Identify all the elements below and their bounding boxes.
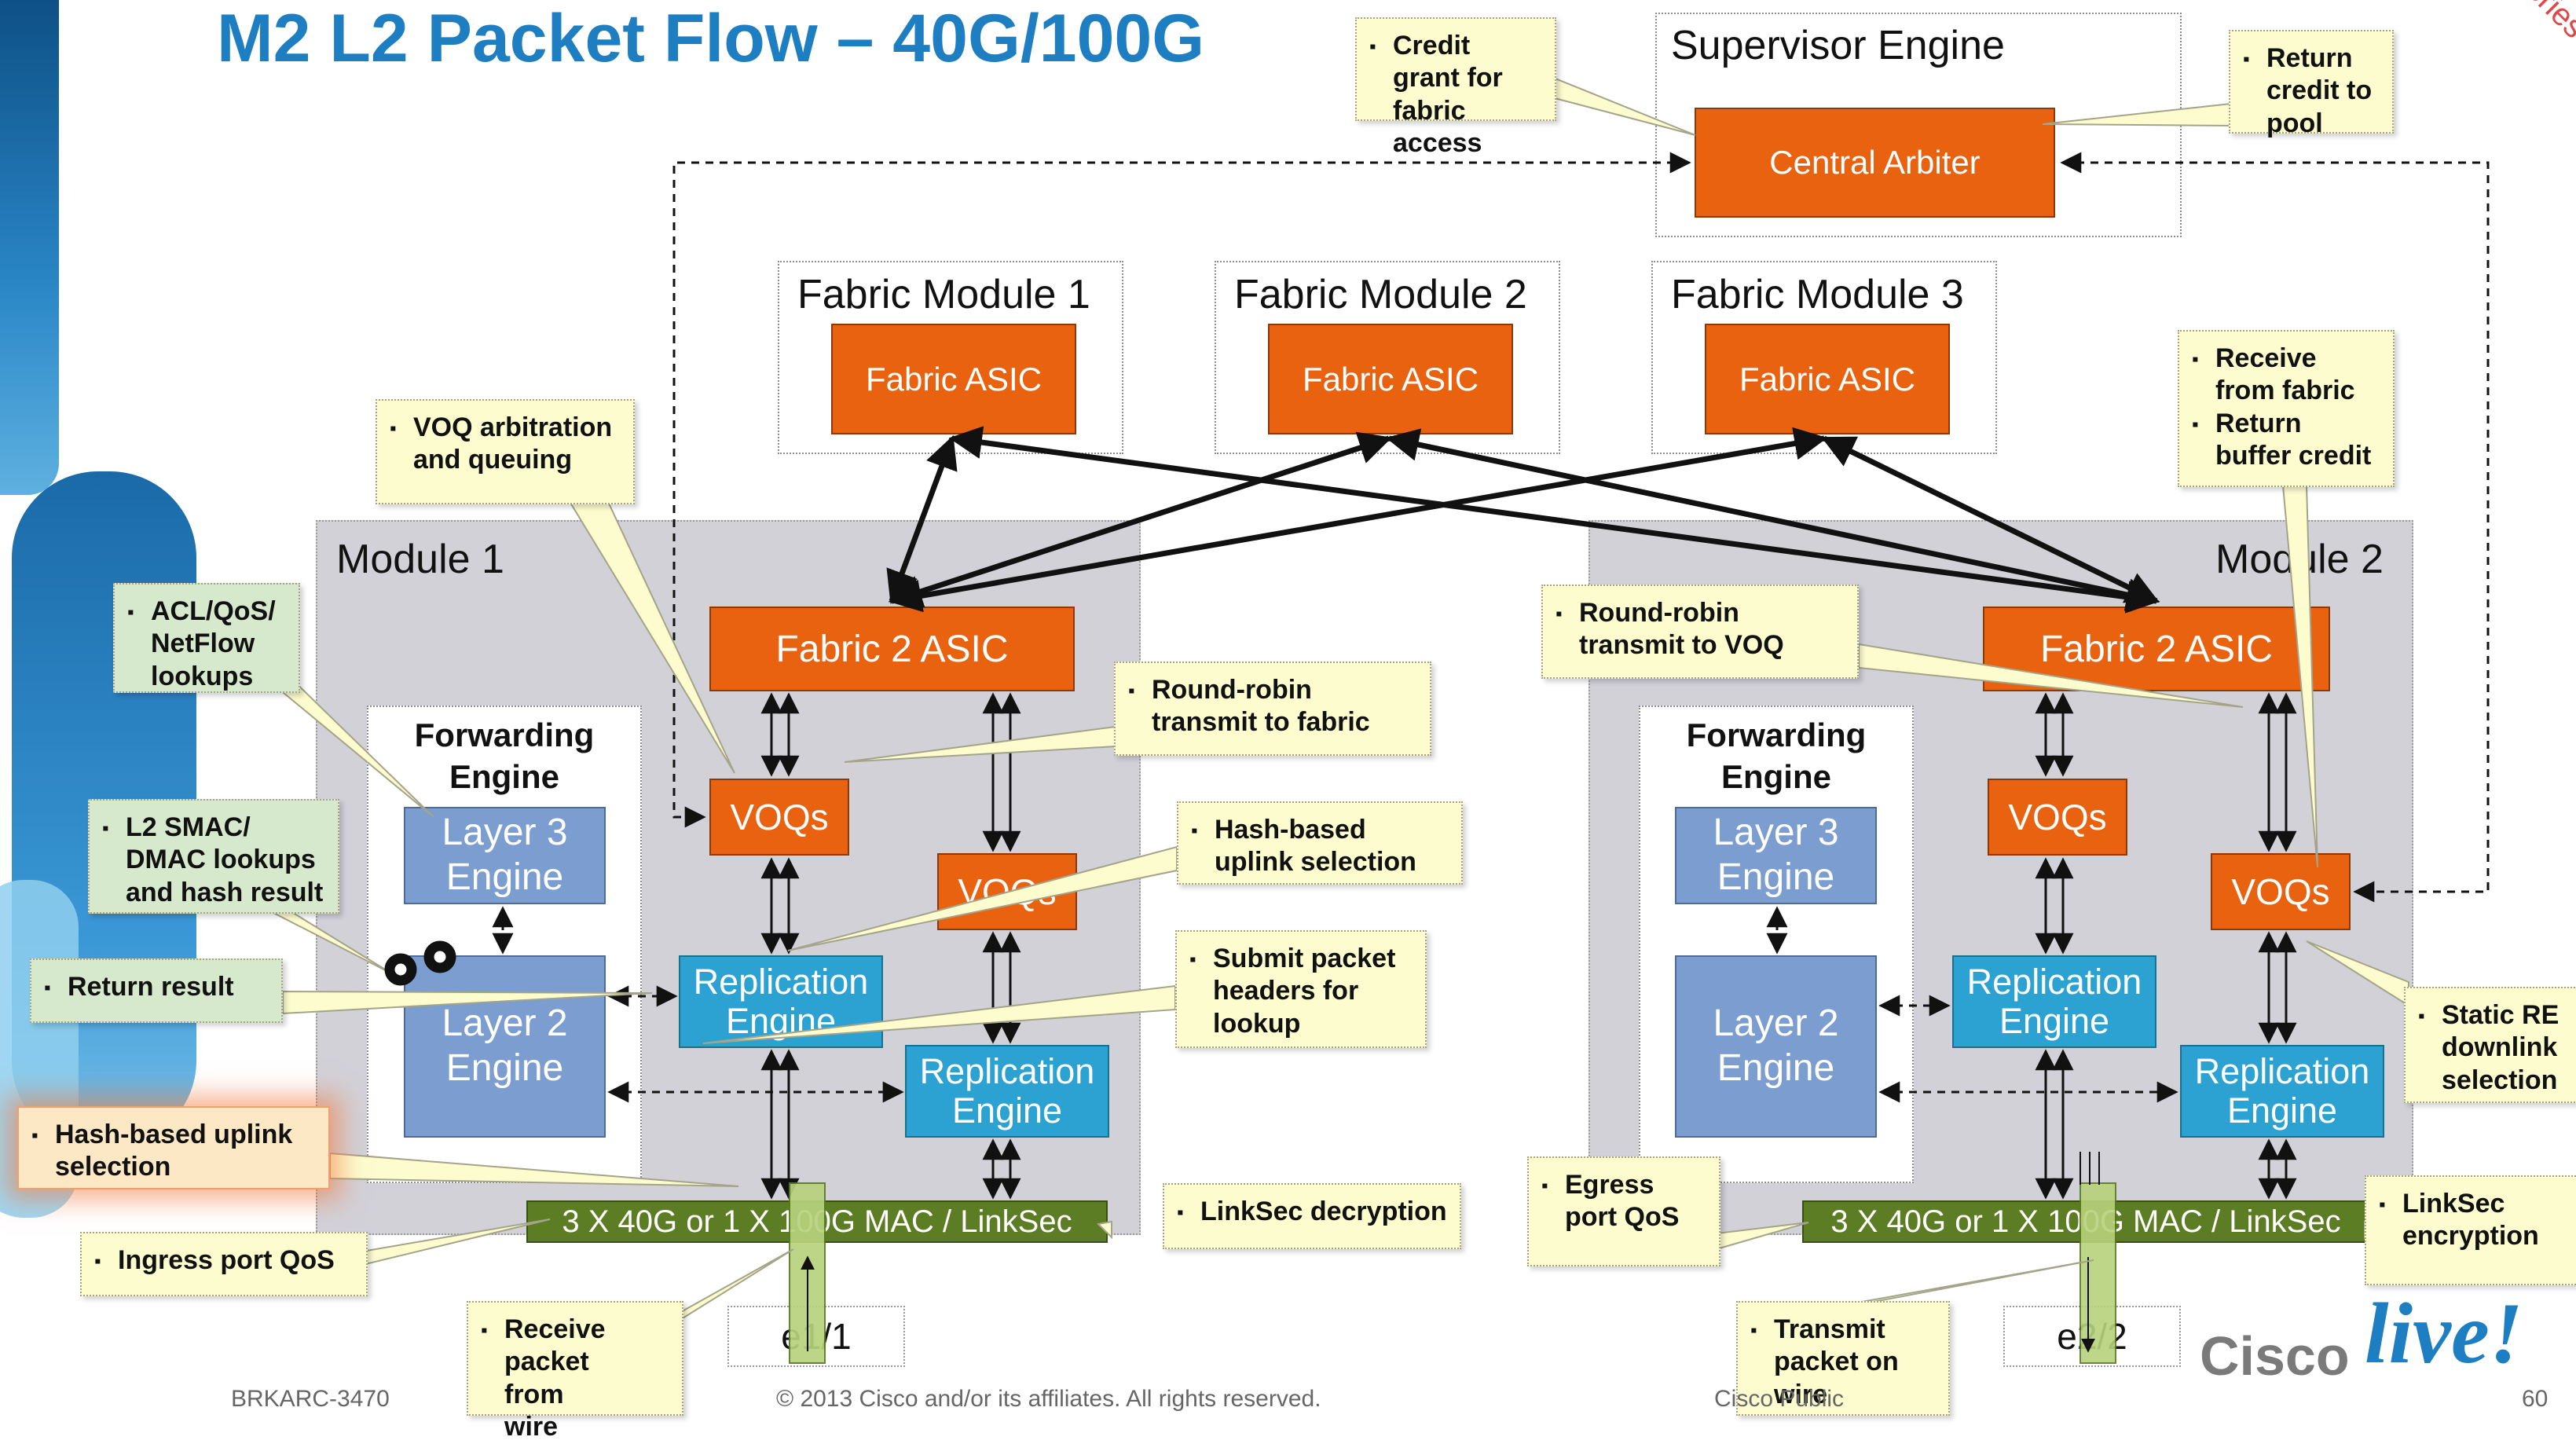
callout-credit-grant: Credit grant for fabric access bbox=[1355, 17, 1556, 158]
callout-voq-arbitration: VOQ arbitration and queuing bbox=[376, 399, 635, 504]
callout-rr-transmit-voq: Round-robin transmit to VOQ bbox=[1541, 585, 1859, 679]
callout-l2-smac-dmac: L2 SMAC/ DMAC lookups and hash result bbox=[88, 799, 339, 914]
module-2-layer3-engine: Layer 3 Engine bbox=[1675, 807, 1877, 904]
module-2-layer2-engine: Layer 2 Engine bbox=[1675, 955, 1877, 1138]
logo-cisco-word: Cisco bbox=[2200, 1325, 2350, 1387]
callout-text: Transmit packet on wire bbox=[1750, 1314, 1936, 1411]
callout-text: VOQ arbitration and queuing bbox=[390, 412, 621, 477]
callout-receive-wire: Receive packet from wire bbox=[467, 1301, 683, 1442]
fabric-module-3-label: Fabric Module 3 bbox=[1671, 272, 1964, 317]
fabric-module-3-asic: Fabric ASIC bbox=[1705, 324, 1950, 434]
logo-live-word: live! bbox=[2365, 1285, 2523, 1381]
module-2-replication-engine-b: Replication Engine bbox=[2180, 1045, 2384, 1138]
callout-text: Submit packet headers for lookup bbox=[1189, 943, 1413, 1040]
callout-ingress-qos: Ingress port QoS bbox=[80, 1232, 368, 1296]
callout-return-credit: Return credit to pool bbox=[2229, 30, 2394, 138]
callout-text: Return buffer credit bbox=[2192, 408, 2380, 473]
callout-text: Receive from fabric bbox=[2192, 343, 2380, 408]
module-1-replication-engine-b: Replication Engine bbox=[905, 1045, 1109, 1138]
callout-acl-qos-netflow: ACL/QoS/ NetFlow lookups bbox=[113, 583, 300, 693]
callout-text: Round-robin transmit to fabric bbox=[1128, 674, 1417, 739]
callout-text: LinkSec decryption bbox=[1177, 1196, 1447, 1231]
central-arbiter: Central Arbiter bbox=[1695, 108, 2055, 218]
module-2-replication-engine-a: Replication Engine bbox=[1952, 955, 2156, 1048]
footer-center-text: Cisco Public bbox=[1714, 1386, 1845, 1412]
module-1-label: Module 1 bbox=[336, 537, 504, 582]
callout-static-re: Static RE downlink selection bbox=[2404, 987, 2576, 1103]
sidebar-decoration-top bbox=[0, 0, 59, 495]
callout-text: ACL/QoS/ NetFlow lookups bbox=[127, 596, 286, 693]
callout-text: L2 SMAC/ DMAC lookups and hash result bbox=[102, 812, 325, 909]
callout-text: Return result bbox=[44, 971, 269, 1006]
module-1-layer3-engine: Layer 3 Engine bbox=[404, 807, 606, 904]
callout-text: Ingress port QoS bbox=[94, 1244, 354, 1280]
module-1-forwarding-engine-label: Forwarding Engine bbox=[414, 717, 595, 795]
callout-linksec-decryption: LinkSec decryption bbox=[1163, 1183, 1461, 1249]
callout-hash-uplink: Hash-based uplink selection bbox=[1177, 801, 1463, 885]
callout-text: Static RE downlink selection bbox=[2418, 999, 2564, 1097]
callout-egress-qos: Egress port QoS bbox=[1527, 1156, 1720, 1266]
callout-text: Hash-based uplink selection bbox=[31, 1119, 316, 1184]
page-title: M2 L2 Packet Flow – 40G/100G bbox=[217, 1, 1205, 76]
callout-text: Receive packet from wire bbox=[481, 1314, 622, 1444]
footer-page-number: 60 bbox=[2522, 1386, 2549, 1412]
callout-receive-fabric: Receive from fabric Return buffer credit bbox=[2178, 330, 2395, 487]
callout-rr-transmit-fabric: Round-robin transmit to fabric bbox=[1114, 662, 1431, 756]
footer-session-code: BRKARC-3470 bbox=[231, 1386, 390, 1412]
module-2-forwarding-engine-label: Forwarding Engine bbox=[1686, 717, 1867, 795]
callout-text: Egress port QoS bbox=[1541, 1169, 1706, 1234]
callout-text: Hash-based uplink selection bbox=[1191, 814, 1449, 879]
cisco-live-logo: Cisco live! bbox=[2200, 1285, 2530, 1387]
module-1-layer2-engine: Layer 2 Engine bbox=[404, 955, 606, 1138]
supervisor-engine-label: Supervisor Engine bbox=[1671, 23, 2005, 68]
callout-transmit-wire: Transmit packet on wire bbox=[1736, 1301, 1950, 1416]
callout-text: Return credit to pool bbox=[2243, 42, 2380, 140]
footer-copyright: © 2013 Cisco and/or its affiliates. All … bbox=[776, 1386, 1321, 1412]
callout-submit-headers: Submit packet headers for lookup bbox=[1175, 930, 1427, 1048]
callout-text: Credit grant for fabric access bbox=[1369, 30, 1542, 160]
gear-icon bbox=[384, 940, 456, 986]
callout-return-result: Return result bbox=[30, 958, 283, 1023]
callout-text: LinkSec encryption bbox=[2379, 1188, 2564, 1253]
callout-linksec-encryption: LinkSec encryption bbox=[2365, 1175, 2576, 1285]
callout-text: Round-robin transmit to VOQ bbox=[1555, 597, 1845, 662]
callout-hash-uplink-glow: Hash-based uplink selection bbox=[17, 1106, 330, 1189]
